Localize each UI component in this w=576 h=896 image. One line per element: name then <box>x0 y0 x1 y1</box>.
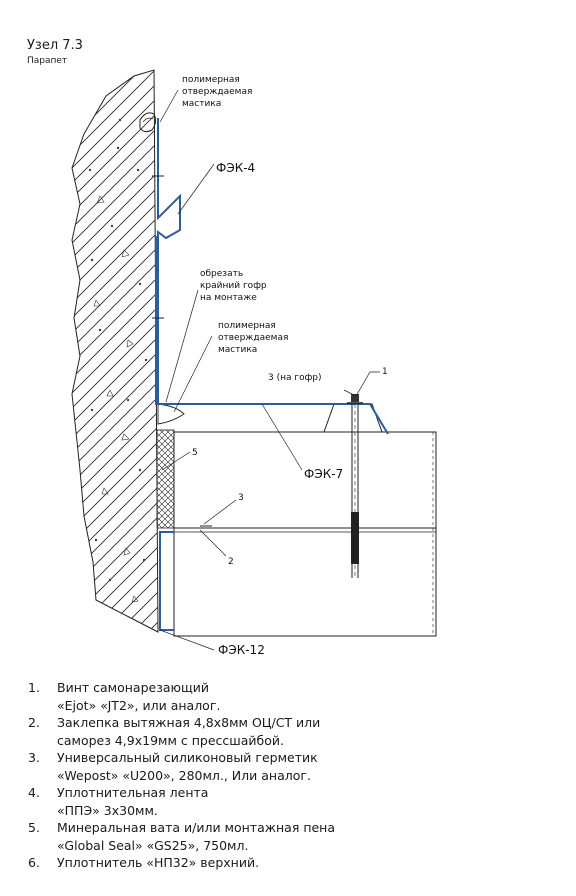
legend-text: саморез 4,9х19мм с прессшайбой. <box>57 732 284 748</box>
callout-item-2: 2 <box>228 557 234 567</box>
mineral-wool-fill <box>156 429 175 529</box>
concrete-wall <box>71 69 159 633</box>
label-fek12: ФЭК-12 <box>218 643 265 657</box>
svg-text:полимерная: полимерная <box>182 75 240 85</box>
legend-number: 6. <box>28 855 40 870</box>
callout-mastic-mid-line3: мастика <box>218 345 257 355</box>
legend-text: «ППЭ» 3х30мм. <box>57 802 158 818</box>
roof-sandwich-panel <box>173 431 437 637</box>
legend-item: 6. Уплотнитель «НП32» верхний. <box>28 854 568 872</box>
callout-mastic-top-line2: отверждаемая <box>182 87 252 97</box>
legend-item: 5. Минеральная вата и/или монтажная пена… <box>28 819 568 854</box>
top-mastic-bead <box>139 112 157 133</box>
callout-mastic-top-line1: полимерная <box>182 75 240 85</box>
callout-mastic-mid-line1: полимерная <box>218 321 276 331</box>
legend-text: «Global Seal» «GS25», 750мл. <box>57 837 249 853</box>
callout-cut-line1: обрезать <box>200 269 243 279</box>
fek4-flashing <box>157 118 181 405</box>
legend-number: 5. <box>28 820 40 835</box>
label-fek7: ФЭК-7 <box>304 467 343 481</box>
mid-mastic-bead <box>157 403 185 425</box>
legend-item: 3. Универсальный силиконовый герметик «W… <box>28 749 568 784</box>
fek12-flashing <box>159 531 174 631</box>
self-tapping-screw <box>347 394 363 578</box>
svg-text:мастика: мастика <box>182 99 221 109</box>
drawing-subtitle: Парапет <box>27 56 68 66</box>
legend-number: 3. <box>28 750 40 765</box>
callout-cut-line2: крайний гофр <box>200 281 267 291</box>
callout-screw-on-corrugation: 3 (на гофр) <box>268 373 322 383</box>
svg-text:отверждаемая: отверждаемая <box>182 87 252 97</box>
label-fek4: ФЭК-4 <box>216 161 255 175</box>
legend-text: Винт самонарезающий <box>57 680 210 695</box>
materials-legend: 1. Винт самонарезающий «Ejot» «JT2», или… <box>28 679 568 872</box>
legend-text: «Wepost» «U200», 280мл., Или аналог. <box>57 767 311 783</box>
parapet-detail-drawing: полимерная отверждаемая мастика ФЭК-4 об… <box>71 69 437 657</box>
legend-text: Заклепка вытяжная 4,8х8мм ОЦ/СТ или <box>57 715 321 730</box>
callout-mastic-top-line3: мастика <box>182 99 221 109</box>
legend-item: 4. Уплотнительная лента «ППЭ» 3х30мм. <box>28 784 568 819</box>
legend-text: «Ejot» «JT2», или аналог. <box>57 697 221 713</box>
callout-item-1: 1 <box>382 367 388 377</box>
drawing-title: Узел 7.3 <box>27 38 83 53</box>
legend-number: 2. <box>28 715 40 730</box>
legend-number: 4. <box>28 785 40 800</box>
callout-item-5: 5 <box>192 448 198 458</box>
callout-mastic-mid-line2: отверждаемая <box>218 333 288 343</box>
legend-item: 1. Винт самонарезающий «Ejot» «JT2», или… <box>28 679 568 714</box>
legend-text: Универсальный силиконовый герметик <box>57 750 318 765</box>
fek7-flashing <box>155 236 389 435</box>
legend-text: Уплотнительная лента <box>57 785 209 800</box>
legend-number: 1. <box>28 680 40 695</box>
callout-cut-line3: на монтаже <box>200 293 257 303</box>
legend-text: Минеральная вата и/или монтажная пена <box>57 820 336 835</box>
legend-text: Уплотнитель «НП32» верхний. <box>57 855 260 870</box>
legend-item: 2. Заклепка вытяжная 4,8х8мм ОЦ/СТ или с… <box>28 714 568 749</box>
callout-item-3: 3 <box>238 493 244 503</box>
